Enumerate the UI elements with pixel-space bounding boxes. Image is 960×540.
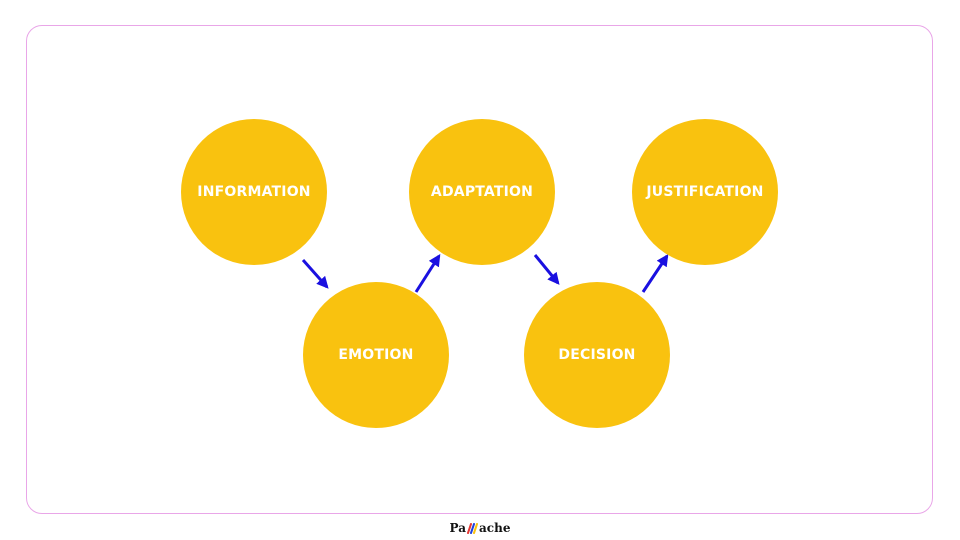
node-information: INFORMATION <box>181 119 327 265</box>
content-frame <box>26 25 933 514</box>
node-justification: JUSTIFICATION <box>632 119 778 265</box>
logo-text-end: ache <box>479 521 511 535</box>
node-adaptation-label: ADAPTATION <box>430 184 534 200</box>
logo-text-start: Pa <box>449 521 467 535</box>
node-justification-label: JUSTIFICATION <box>646 184 764 200</box>
node-decision-label: DECISION <box>558 347 636 363</box>
brand-logo: Pa ache <box>0 520 960 536</box>
node-emotion: EMOTION <box>303 282 449 428</box>
node-decision: DECISION <box>524 282 670 428</box>
node-emotion-label: EMOTION <box>338 347 414 363</box>
node-adaptation: ADAPTATION <box>409 119 555 265</box>
node-information-label: INFORMATION <box>197 184 311 200</box>
logo-brush-icon <box>466 523 478 534</box>
